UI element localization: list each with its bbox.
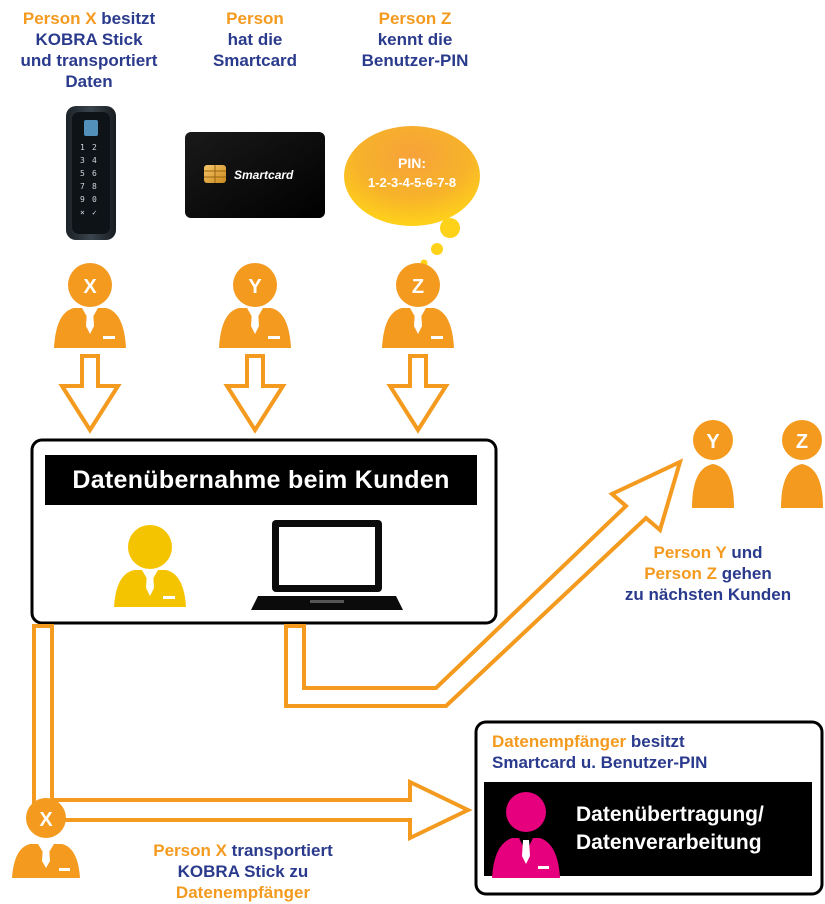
svg-text:3: 3 xyxy=(80,156,85,165)
leave-caption: Person Y und Person Z gehen zu nächsten … xyxy=(598,542,818,605)
receiver-line2: Smartcard u. Benutzer-PIN xyxy=(492,753,708,772)
arrow-icon xyxy=(386,354,450,434)
leave-person-y: Person Y xyxy=(653,543,727,562)
caption-x-word: besitzt xyxy=(101,9,156,28)
customer-box-title: Datenübernahme beim Kunden xyxy=(45,455,477,505)
receiver-name: Datenempfänger xyxy=(492,732,627,751)
thought-bubble-icon: PIN: 1-2-3-4-5-6-7-8 xyxy=(344,126,480,267)
svg-text:0: 0 xyxy=(92,195,97,204)
transport-line3: Datenempfänger xyxy=(175,883,311,902)
transport-rest: transportiert xyxy=(231,841,333,860)
person-x-bottom-icon: X xyxy=(12,798,80,878)
person-z-letter: Z xyxy=(412,276,424,298)
receiver-title-line1: Datenübertragung/ xyxy=(576,803,764,826)
pin-value: 1-2-3-4-5-6-7-8 xyxy=(368,175,456,190)
svg-text:5: 5 xyxy=(80,169,85,178)
svg-text:✓: ✓ xyxy=(92,208,97,217)
receiver-person-icon xyxy=(492,792,560,878)
caption-x-line2: KOBRA Stick xyxy=(35,30,143,49)
person-y-leaving-letter: Y xyxy=(706,431,720,453)
smartcard-icon: Smartcard xyxy=(185,132,325,218)
transport-line2: KOBRA Stick zu xyxy=(177,862,309,881)
caption-y-name: Person xyxy=(226,9,284,28)
pin-label: PIN: xyxy=(398,155,426,171)
person-z-leaving-icon: Z xyxy=(781,420,823,508)
svg-text:9: 9 xyxy=(80,195,85,204)
caption-z-line2: kennt die xyxy=(377,30,453,49)
svg-text:4: 4 xyxy=(92,156,97,165)
person-x-letter: X xyxy=(83,276,97,298)
svg-text:2: 2 xyxy=(92,143,97,152)
caption-person-y: Person hat die Smartcard xyxy=(200,8,310,71)
receiver-besitzt: besitzt xyxy=(630,732,685,751)
laptop-icon xyxy=(251,520,403,610)
customer-person-icon xyxy=(114,525,186,607)
caption-z-line3: Benutzer-PIN xyxy=(361,51,469,70)
receiver-title-line2: Datenverarbeitung xyxy=(576,831,762,854)
caption-y-line3: Smartcard xyxy=(212,51,298,70)
transport-caption: Person X transportiert KOBRA Stick zu Da… xyxy=(118,840,368,903)
caption-z-name: Person Z xyxy=(378,9,452,28)
svg-text:1: 1 xyxy=(80,143,85,152)
svg-text:×: × xyxy=(80,208,85,217)
arrow-icon xyxy=(223,354,287,434)
leave-gehen: gehen xyxy=(721,564,772,583)
svg-text:6: 6 xyxy=(92,169,97,178)
smartcard-label: Smartcard xyxy=(234,168,294,182)
caption-y-line2: hat die xyxy=(227,30,283,49)
arrow-icon xyxy=(58,354,122,434)
leave-person-z: Person Z xyxy=(644,564,717,583)
person-y-icon: Y xyxy=(219,263,291,348)
caption-x-line4: Daten xyxy=(65,72,113,91)
arrow-icon xyxy=(284,458,684,708)
arrow-icon xyxy=(32,624,473,842)
person-z-leaving-letter: Z xyxy=(796,431,808,453)
leave-und: und xyxy=(731,543,763,562)
caption-person-x: Person X besitzt KOBRA Stick und transpo… xyxy=(0,8,178,92)
caption-x-line3: und transportiert xyxy=(20,51,158,70)
receiver-caption: Datenempfänger besitzt Smartcard u. Benu… xyxy=(492,731,812,773)
caption-person-z: Person Z kennt die Benutzer-PIN xyxy=(345,8,485,71)
person-y-letter: Y xyxy=(248,276,262,298)
person-x-bottom-letter: X xyxy=(39,809,53,831)
svg-text:8: 8 xyxy=(92,182,97,191)
person-z-icon: Z xyxy=(382,263,454,348)
leave-line3: zu nächsten Kunden xyxy=(624,585,792,604)
transport-name: Person X xyxy=(153,841,227,860)
person-x-icon: X xyxy=(54,263,126,348)
svg-text:7: 7 xyxy=(80,182,85,191)
caption-x-name: Person X xyxy=(22,9,97,28)
person-y-leaving-icon: Y xyxy=(692,420,734,508)
